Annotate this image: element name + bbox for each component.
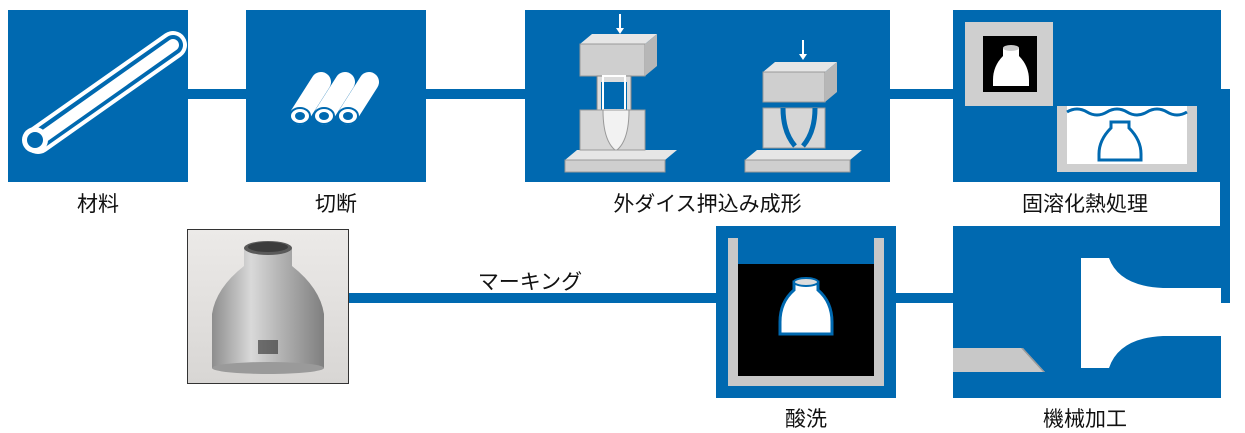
step-extrusion-box — [525, 10, 890, 182]
step-machining-box — [953, 226, 1221, 398]
step-material-box — [8, 10, 188, 182]
reducer-photo — [187, 229, 349, 384]
label-cutting: 切断 — [315, 192, 357, 216]
acid-bath-icon — [728, 238, 884, 386]
pipe-icon — [22, 31, 187, 154]
label-material: 材料 — [77, 192, 119, 216]
label-machining: 機械加工 — [1043, 407, 1127, 431]
label-pickling: 酸洗 — [785, 407, 827, 431]
label-extrusion: 外ダイス押込み成形 — [613, 192, 802, 216]
label-marking: マーキング — [477, 270, 583, 294]
step-pickling-box — [716, 226, 896, 398]
furnace-and-tank-icon — [965, 22, 1197, 172]
step-cutting-box — [246, 10, 426, 182]
label-heat-treatment: 固溶化熱処理 — [1022, 192, 1148, 216]
flow-line-right — [1220, 89, 1230, 301]
lathe-tool-icon — [953, 258, 1221, 372]
step-heat-treatment-box — [953, 10, 1221, 182]
cut-pipes-icon — [289, 72, 379, 125]
press-die-icon — [564, 14, 862, 173]
